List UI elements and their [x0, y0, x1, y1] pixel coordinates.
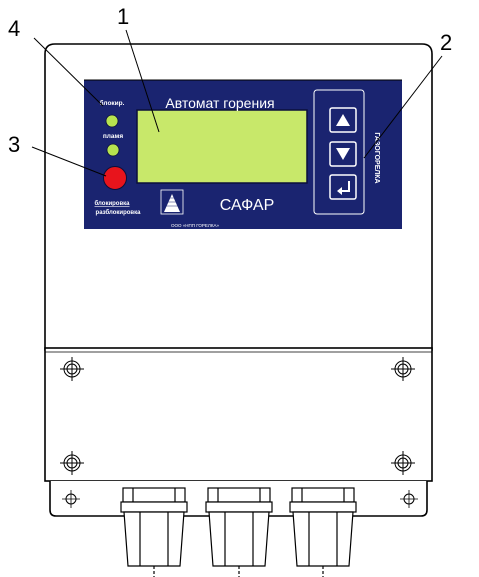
svg-text:3: 3	[8, 132, 20, 157]
arrow-up-icon	[336, 114, 350, 126]
screw-top-right	[391, 357, 415, 381]
callout-2: 2	[363, 30, 452, 159]
safar-logo-icon	[160, 189, 184, 215]
callout-4: 4	[8, 16, 104, 107]
screw-top-left	[60, 357, 84, 381]
led-flame	[106, 143, 120, 157]
cable-gland-left	[120, 487, 188, 577]
key-up[interactable]	[329, 107, 357, 133]
enclosure-lower-cover	[44, 347, 433, 482]
cable-gland-right	[289, 487, 357, 577]
key-enter[interactable]	[329, 174, 357, 200]
callout-1: 1	[117, 4, 160, 133]
screw-bottom-left	[60, 451, 84, 475]
lock-label: блокировка	[94, 200, 130, 207]
led-label-flame: пламя	[103, 133, 123, 140]
svg-text:2: 2	[440, 30, 452, 55]
mount-hole-left	[62, 490, 80, 508]
cable-gland-middle	[205, 487, 273, 577]
lcd-display	[136, 109, 308, 184]
vertical-brand-text: ГАЗОГОРЕЛКА	[373, 132, 380, 183]
company-name: ООО «НПП ГОРЕЛКА»	[171, 223, 219, 228]
panel-title: Автомат горения	[165, 95, 274, 111]
led-label-blocked: блокир.	[100, 99, 125, 107]
svg-text:1: 1	[117, 4, 129, 29]
arrow-down-icon	[336, 148, 350, 160]
key-down[interactable]	[329, 141, 357, 167]
keypad-frame	[313, 89, 365, 215]
svg-text:4: 4	[8, 16, 20, 41]
led-blocked	[105, 114, 119, 128]
enter-icon	[340, 181, 350, 192]
mount-hole-right	[400, 490, 418, 508]
callout-3: 3	[8, 132, 107, 177]
brand-name: САФАР	[220, 197, 275, 214]
unlock-label: разблокировка	[96, 209, 142, 216]
reset-button[interactable]	[103, 166, 127, 190]
screw-bottom-right	[391, 451, 415, 475]
